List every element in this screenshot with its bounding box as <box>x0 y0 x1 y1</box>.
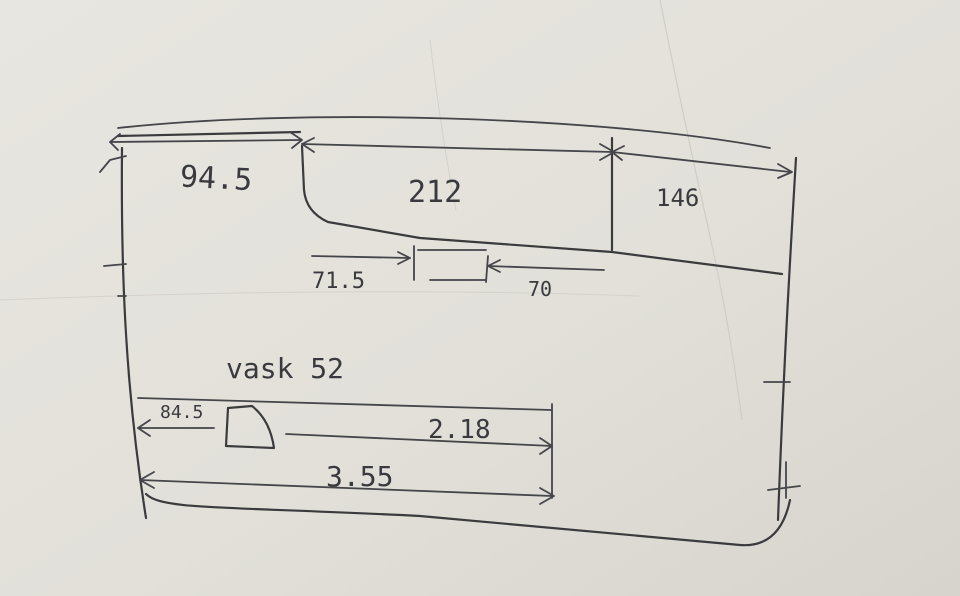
arrow-left <box>301 137 315 153</box>
dim-line-3-55 <box>139 479 553 497</box>
room-outline <box>103 130 801 547</box>
arrow-right <box>539 437 553 455</box>
dim-line-212 <box>301 143 613 153</box>
arrow-left <box>109 133 121 151</box>
overall-top-arc <box>117 116 771 149</box>
label-sink: vask 52 <box>226 352 344 385</box>
arrow-right <box>539 487 555 505</box>
wall-stepped <box>300 144 784 276</box>
arrow-left <box>611 145 625 161</box>
arrow-left <box>139 471 155 489</box>
label-146: 146 <box>656 184 699 212</box>
paper-crease <box>659 0 743 421</box>
label-94-5: 94.5 <box>179 159 253 198</box>
arrow-left <box>137 419 151 437</box>
wall-right <box>776 156 798 522</box>
bottom-dimensions <box>137 397 555 505</box>
arrow-right <box>777 163 793 179</box>
dim-line-2-18 <box>285 433 553 447</box>
wall-top-left <box>116 130 302 138</box>
paper-crease <box>429 39 457 211</box>
wall-tick <box>103 263 127 267</box>
dim-line-top <box>137 397 553 411</box>
dim-line-71-5 <box>311 255 411 259</box>
dim-line-146 <box>611 151 791 173</box>
dim-line-94-5 <box>109 139 301 143</box>
wall-left <box>120 146 148 520</box>
wall-tick <box>767 485 801 491</box>
label-71-5: 71.5 <box>312 269 365 294</box>
paper-crease <box>0 291 641 301</box>
top-dimensions <box>99 116 793 179</box>
arrow-left <box>487 259 501 273</box>
arrow-right <box>397 251 411 265</box>
label-2-18: 2.18 <box>428 415 491 445</box>
sink-shape <box>224 404 276 450</box>
label-84-5: 84.5 <box>160 402 203 423</box>
arrow-right <box>289 131 303 149</box>
labels: 94.5 212 146 71.5 70 vask 52 84.5 2.18 3… <box>160 159 699 493</box>
wall-bottom <box>144 492 792 547</box>
dim-line-70 <box>487 265 605 271</box>
label-3-55: 3.55 <box>326 460 393 493</box>
middle-dimensions <box>311 245 605 283</box>
arrow-left-lower <box>99 155 127 173</box>
label-212: 212 <box>408 175 462 210</box>
label-70: 70 <box>528 277 552 301</box>
marker-line <box>485 255 489 283</box>
